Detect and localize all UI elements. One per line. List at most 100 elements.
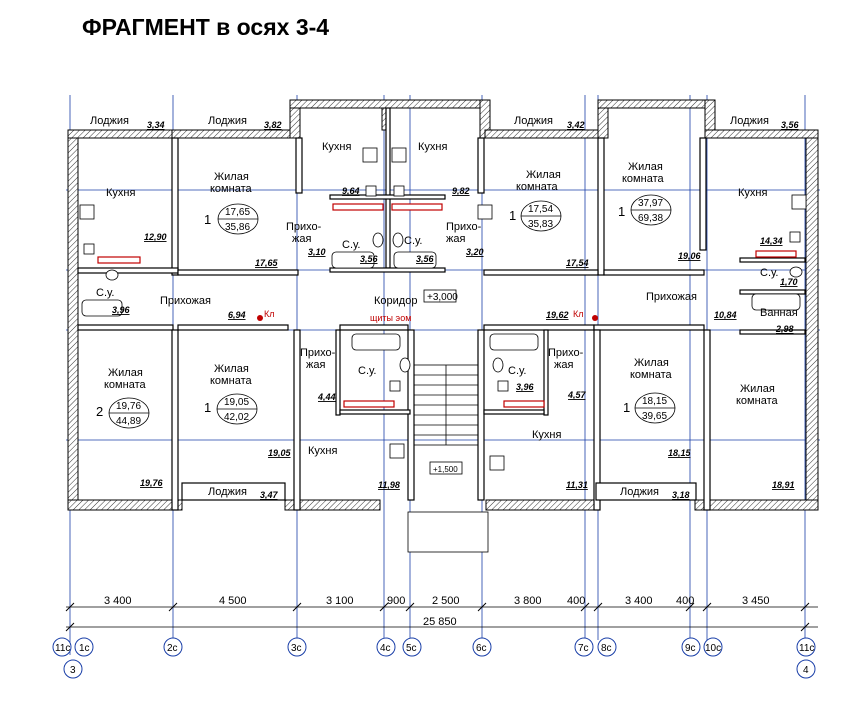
area-value: 3,96 <box>112 305 131 315</box>
room-label: комната <box>210 375 252 387</box>
area-value: 9,64 <box>342 186 360 196</box>
area-value: 3,10 <box>308 247 326 257</box>
room-label: жая <box>554 359 573 371</box>
room-label: Прихожая <box>646 291 697 303</box>
room-label: Прихо- <box>446 221 482 233</box>
area-value: 3,18 <box>672 490 690 500</box>
room-label: жая <box>446 233 465 245</box>
room-label: Жилая <box>214 363 249 375</box>
area-value: 17,54 <box>566 258 589 268</box>
room-label: Ванная <box>760 307 798 319</box>
page-title: ФРАГМЕНТ в осях 3-4 <box>82 14 330 40</box>
axis-label: 4 <box>803 665 809 676</box>
area-value: 11,98 <box>378 480 400 490</box>
panel-label: щиты эом <box>370 313 411 323</box>
room-label: Лоджия <box>90 115 129 127</box>
axis-label: 6с <box>476 643 487 654</box>
room-label: Жилая <box>628 161 663 173</box>
room-label: Лоджия <box>208 486 247 498</box>
room-label: Лоджия <box>514 115 553 127</box>
area-value: 17,65 <box>255 258 279 268</box>
dimension-chain: 3 400 4 500 3 100 900 2 500 3 800 400 3 … <box>65 595 818 632</box>
area-value: 9,82 <box>452 186 470 196</box>
room-label: С.у. <box>358 365 376 377</box>
fixtures <box>79 147 807 471</box>
area-value: 3,34 <box>147 120 165 130</box>
area-value: 3,20 <box>466 247 484 257</box>
room-label: Прихо- <box>300 347 336 359</box>
room-label: комната <box>104 379 146 391</box>
flat-rooms-count: 1 <box>618 204 625 219</box>
room-label: Кухня <box>532 429 561 441</box>
room-label: жая <box>306 359 325 371</box>
area-value: 11,31 <box>566 480 588 490</box>
area-value: 14,34 <box>760 236 783 246</box>
dimension-value: 3 400 <box>625 595 653 607</box>
axis-label: 3 <box>70 665 76 676</box>
room-labels: Лоджия Лоджия Лоджия Лоджия Кухня Кухня … <box>90 115 798 498</box>
area-value: 19,76 <box>140 478 164 488</box>
axis-label: 11с <box>55 643 70 654</box>
area-value: 12,90 <box>144 232 167 242</box>
flat-total-area: 69,38 <box>638 213 663 224</box>
axis-labels: 11с 1с 2с 3с 4с 5с 6с 7с 8с 9с 10с 11с 3… <box>55 643 814 676</box>
area-value: 10,84 <box>714 310 737 320</box>
level-mark: +1,500 <box>433 465 458 474</box>
exterior-walls <box>67 99 819 511</box>
area-value: 18,15 <box>668 448 692 458</box>
flat-total-area: 42,02 <box>224 412 249 423</box>
flat-total-area: 35,86 <box>225 222 250 233</box>
axis-label: 3с <box>291 643 302 654</box>
flat-living-area: 19,76 <box>116 401 141 412</box>
room-label: Кухня <box>308 445 337 457</box>
room-label: Лоджия <box>208 115 247 127</box>
room-label: Коридор <box>374 295 417 307</box>
room-label: Лоджия <box>620 486 659 498</box>
axis-label: 10с <box>705 643 721 654</box>
flat-living-area: 19,05 <box>224 397 249 408</box>
dimension-value: 3 100 <box>326 595 354 607</box>
area-value: 3,47 <box>260 490 279 500</box>
level-marks: +3,000 +1,500 <box>423 289 463 475</box>
axis-label: 4с <box>380 643 391 654</box>
red-labels: Кл щиты эом Кл <box>264 309 584 323</box>
flat-total-area: 39,65 <box>642 411 667 422</box>
level-mark: +3,000 <box>427 292 458 303</box>
valve-label: Кл <box>573 309 584 319</box>
room-label: С.у. <box>404 235 422 247</box>
area-value: 4,57 <box>567 390 587 400</box>
room-label: С.у. <box>508 365 526 377</box>
area-value: 4,44 <box>317 392 336 402</box>
room-label: Жилая <box>108 367 143 379</box>
area-value: 19,05 <box>268 448 292 458</box>
dimension-value: 3 800 <box>514 595 542 607</box>
area-value: 3,56 <box>360 254 379 264</box>
area-value: 19,62 <box>546 310 569 320</box>
room-label: Жилая <box>526 169 561 181</box>
room-areas: 3,34 3,82 3,42 3,56 9,64 9,82 12,90 17,6… <box>112 120 800 500</box>
flat-rooms-count: 1 <box>204 212 211 227</box>
dimension-value: 4 500 <box>219 595 247 607</box>
area-value: 3,96 <box>516 382 535 392</box>
area-value: 2,98 <box>775 324 794 334</box>
room-label: С.у. <box>342 239 360 251</box>
flat-rooms-count: 1 <box>623 400 630 415</box>
room-label: Кухня <box>738 187 767 199</box>
dimension-value: 2 500 <box>432 595 460 607</box>
dimension-value: 400 <box>676 595 694 607</box>
room-label: Кухня <box>418 141 447 153</box>
axis-bubbles <box>52 637 816 679</box>
room-label: Кухня <box>322 141 351 153</box>
room-label: комната <box>210 183 252 195</box>
interior-walls <box>77 107 806 511</box>
area-value: 3,56 <box>416 254 435 264</box>
area-value: 3,42 <box>567 120 585 130</box>
flat-living-area: 17,54 <box>528 204 553 215</box>
room-label: комната <box>516 181 558 193</box>
flat-total-area: 35,83 <box>528 219 553 230</box>
dimension-value: 400 <box>567 595 585 607</box>
flat-rooms-count: 2 <box>96 404 103 419</box>
room-label: Прихожая <box>160 295 211 307</box>
axis-label: 2с <box>167 643 178 654</box>
